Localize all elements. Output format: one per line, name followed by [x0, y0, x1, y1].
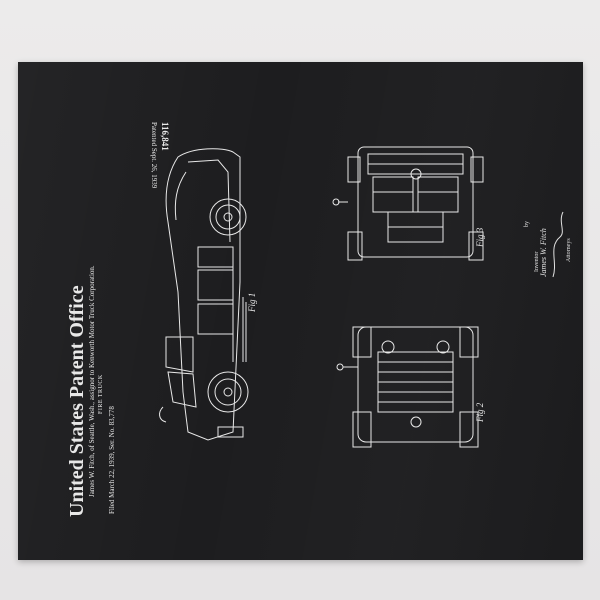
by-label: by: [524, 221, 530, 227]
fig1-label: Fig 1: [247, 293, 257, 313]
attorneys-caption: Attorneys: [566, 238, 572, 262]
fig3-front-view: [332, 146, 484, 261]
fig2-label: Fig 2: [475, 402, 485, 423]
fig3-label: Fig 3: [475, 227, 485, 248]
attorney-signature: [552, 211, 564, 278]
fig1-side-view: [159, 148, 249, 441]
inventor-caption: Inventor: [534, 252, 540, 272]
inventor-name: James W. Fitch: [539, 228, 548, 277]
patent-tapestry: United States Patent Office James W. Fit…: [18, 62, 583, 560]
fig2-view: [336, 326, 479, 448]
patent-drawings: Fig 1 Fig 2 Fig 3 Inventor James W. Fitc…: [159, 146, 572, 448]
